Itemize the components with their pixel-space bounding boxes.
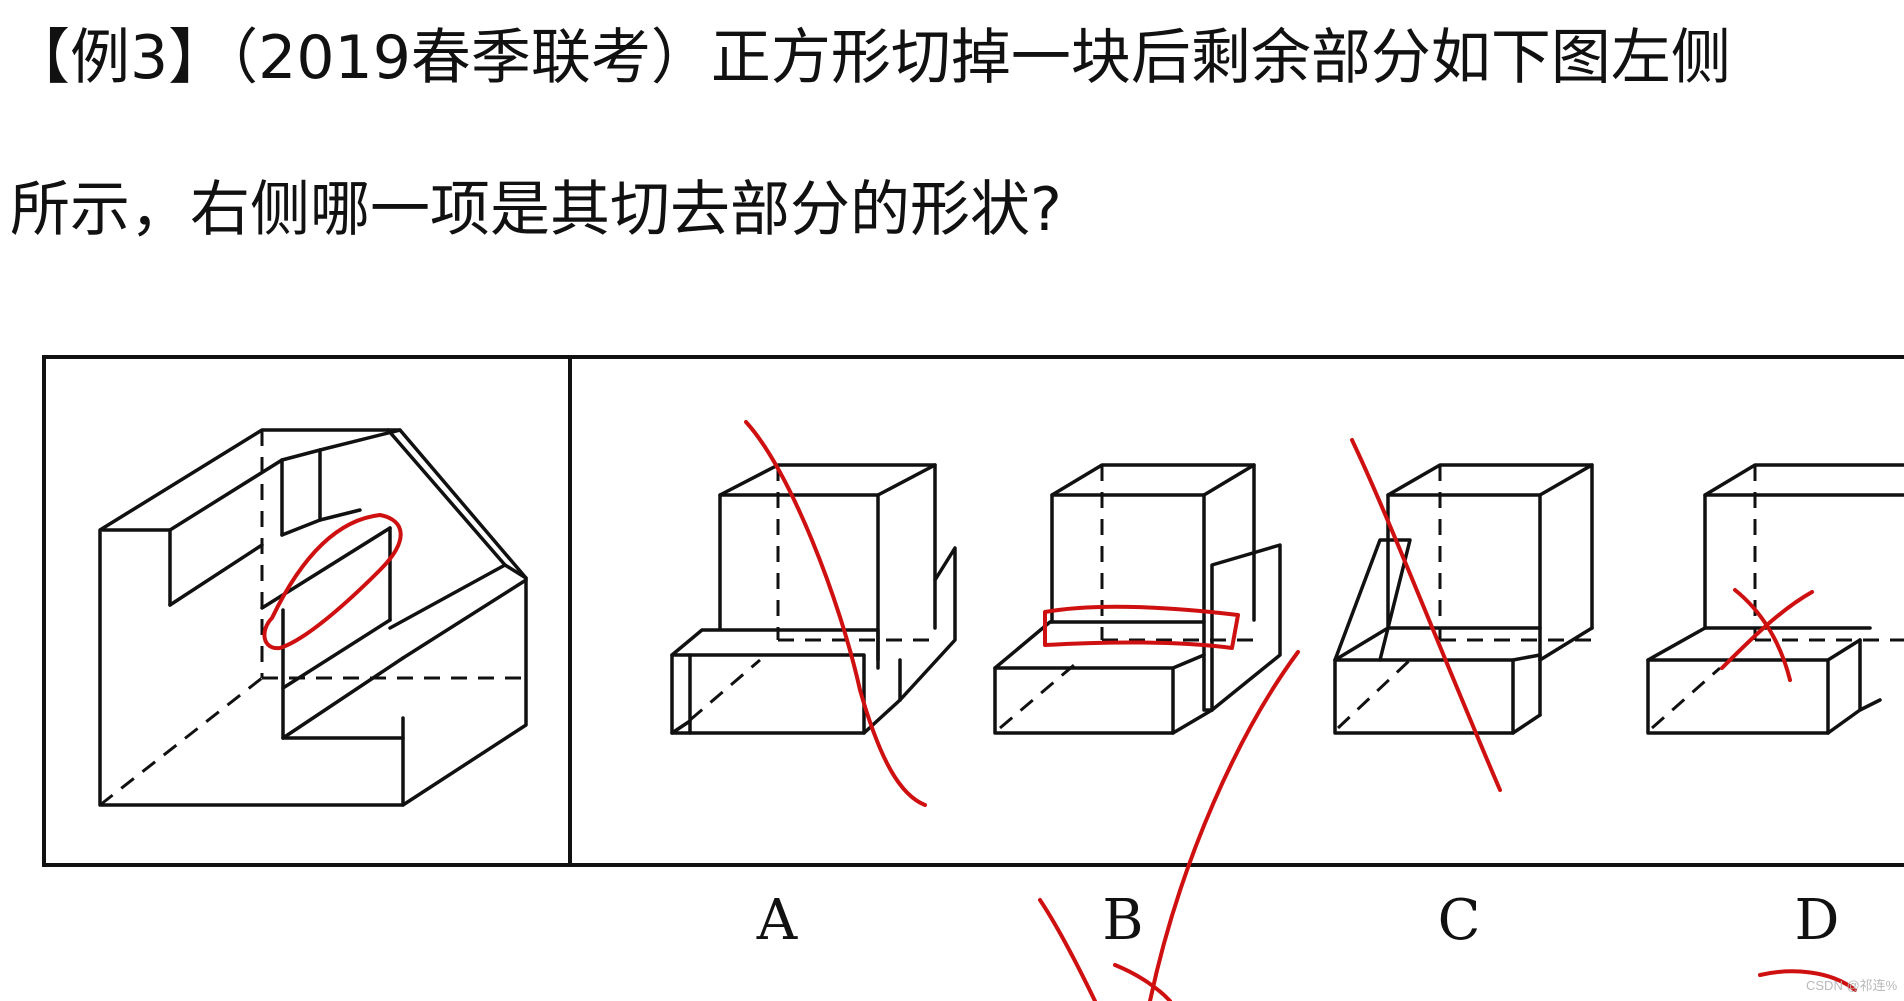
option-label-c: C — [1437, 888, 1481, 953]
ink-cross-d-2 — [1720, 590, 1814, 670]
ink-cross-d-1 — [1733, 588, 1792, 682]
option-b-figure — [993, 463, 1282, 735]
figure-frame — [42, 355, 1904, 867]
option-label-d: D — [1794, 888, 1840, 953]
ink-corner-mark — [1758, 969, 1857, 992]
option-c-figure — [1333, 463, 1594, 735]
ink-annotations — [262, 420, 1857, 1001]
option-a-figure — [670, 463, 957, 735]
question-line-2: 所示，右侧哪一项是其切去部分的形状? — [10, 175, 1062, 245]
ink-check-bottom-2 — [1113, 963, 1172, 1001]
ink-circle-left — [262, 513, 403, 651]
option-label-b: B — [1102, 888, 1144, 953]
ink-slash-a — [744, 420, 927, 807]
question-line-1: 【例3】（2019春季联考）正方形切掉一块后剩余部分如下图左侧 — [10, 23, 1731, 93]
remaining-solid — [98, 428, 528, 807]
ink-slash-c — [1350, 438, 1502, 792]
option-d-figure — [1646, 463, 1904, 735]
ink-box-b — [1043, 604, 1240, 650]
ink-check-bottom — [1038, 898, 1097, 1001]
option-label-a: A — [756, 888, 798, 953]
ink-slash-b — [1148, 650, 1300, 1001]
watermark: CSDN @祁连% — [1806, 978, 1898, 993]
